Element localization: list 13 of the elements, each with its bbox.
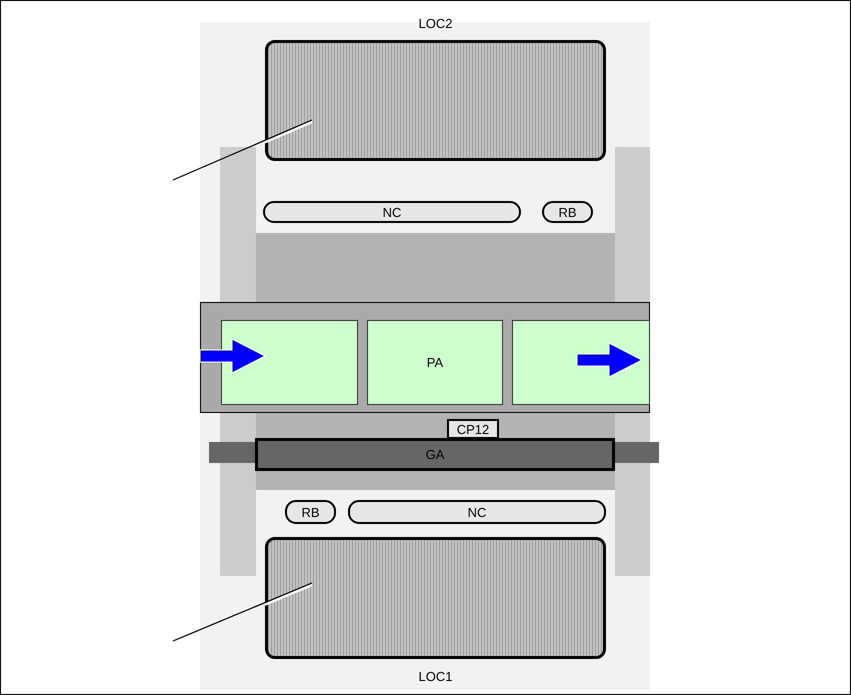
block-label: LOC2 [418, 16, 452, 31]
contact-pad: CP12 [447, 419, 499, 439]
label-pill: NC [348, 500, 606, 524]
leader-line [172, 582, 312, 642]
gate-bar: GA [255, 438, 615, 471]
label-pill: NC [263, 201, 521, 223]
empty-cell [221, 320, 358, 405]
label-pill: RB [285, 500, 336, 524]
process-cell: PA [367, 320, 503, 405]
empty-cell [512, 320, 650, 405]
block-label: LOC1 [418, 669, 452, 684]
label-pill: RB [542, 201, 593, 223]
leader-line [172, 119, 312, 181]
